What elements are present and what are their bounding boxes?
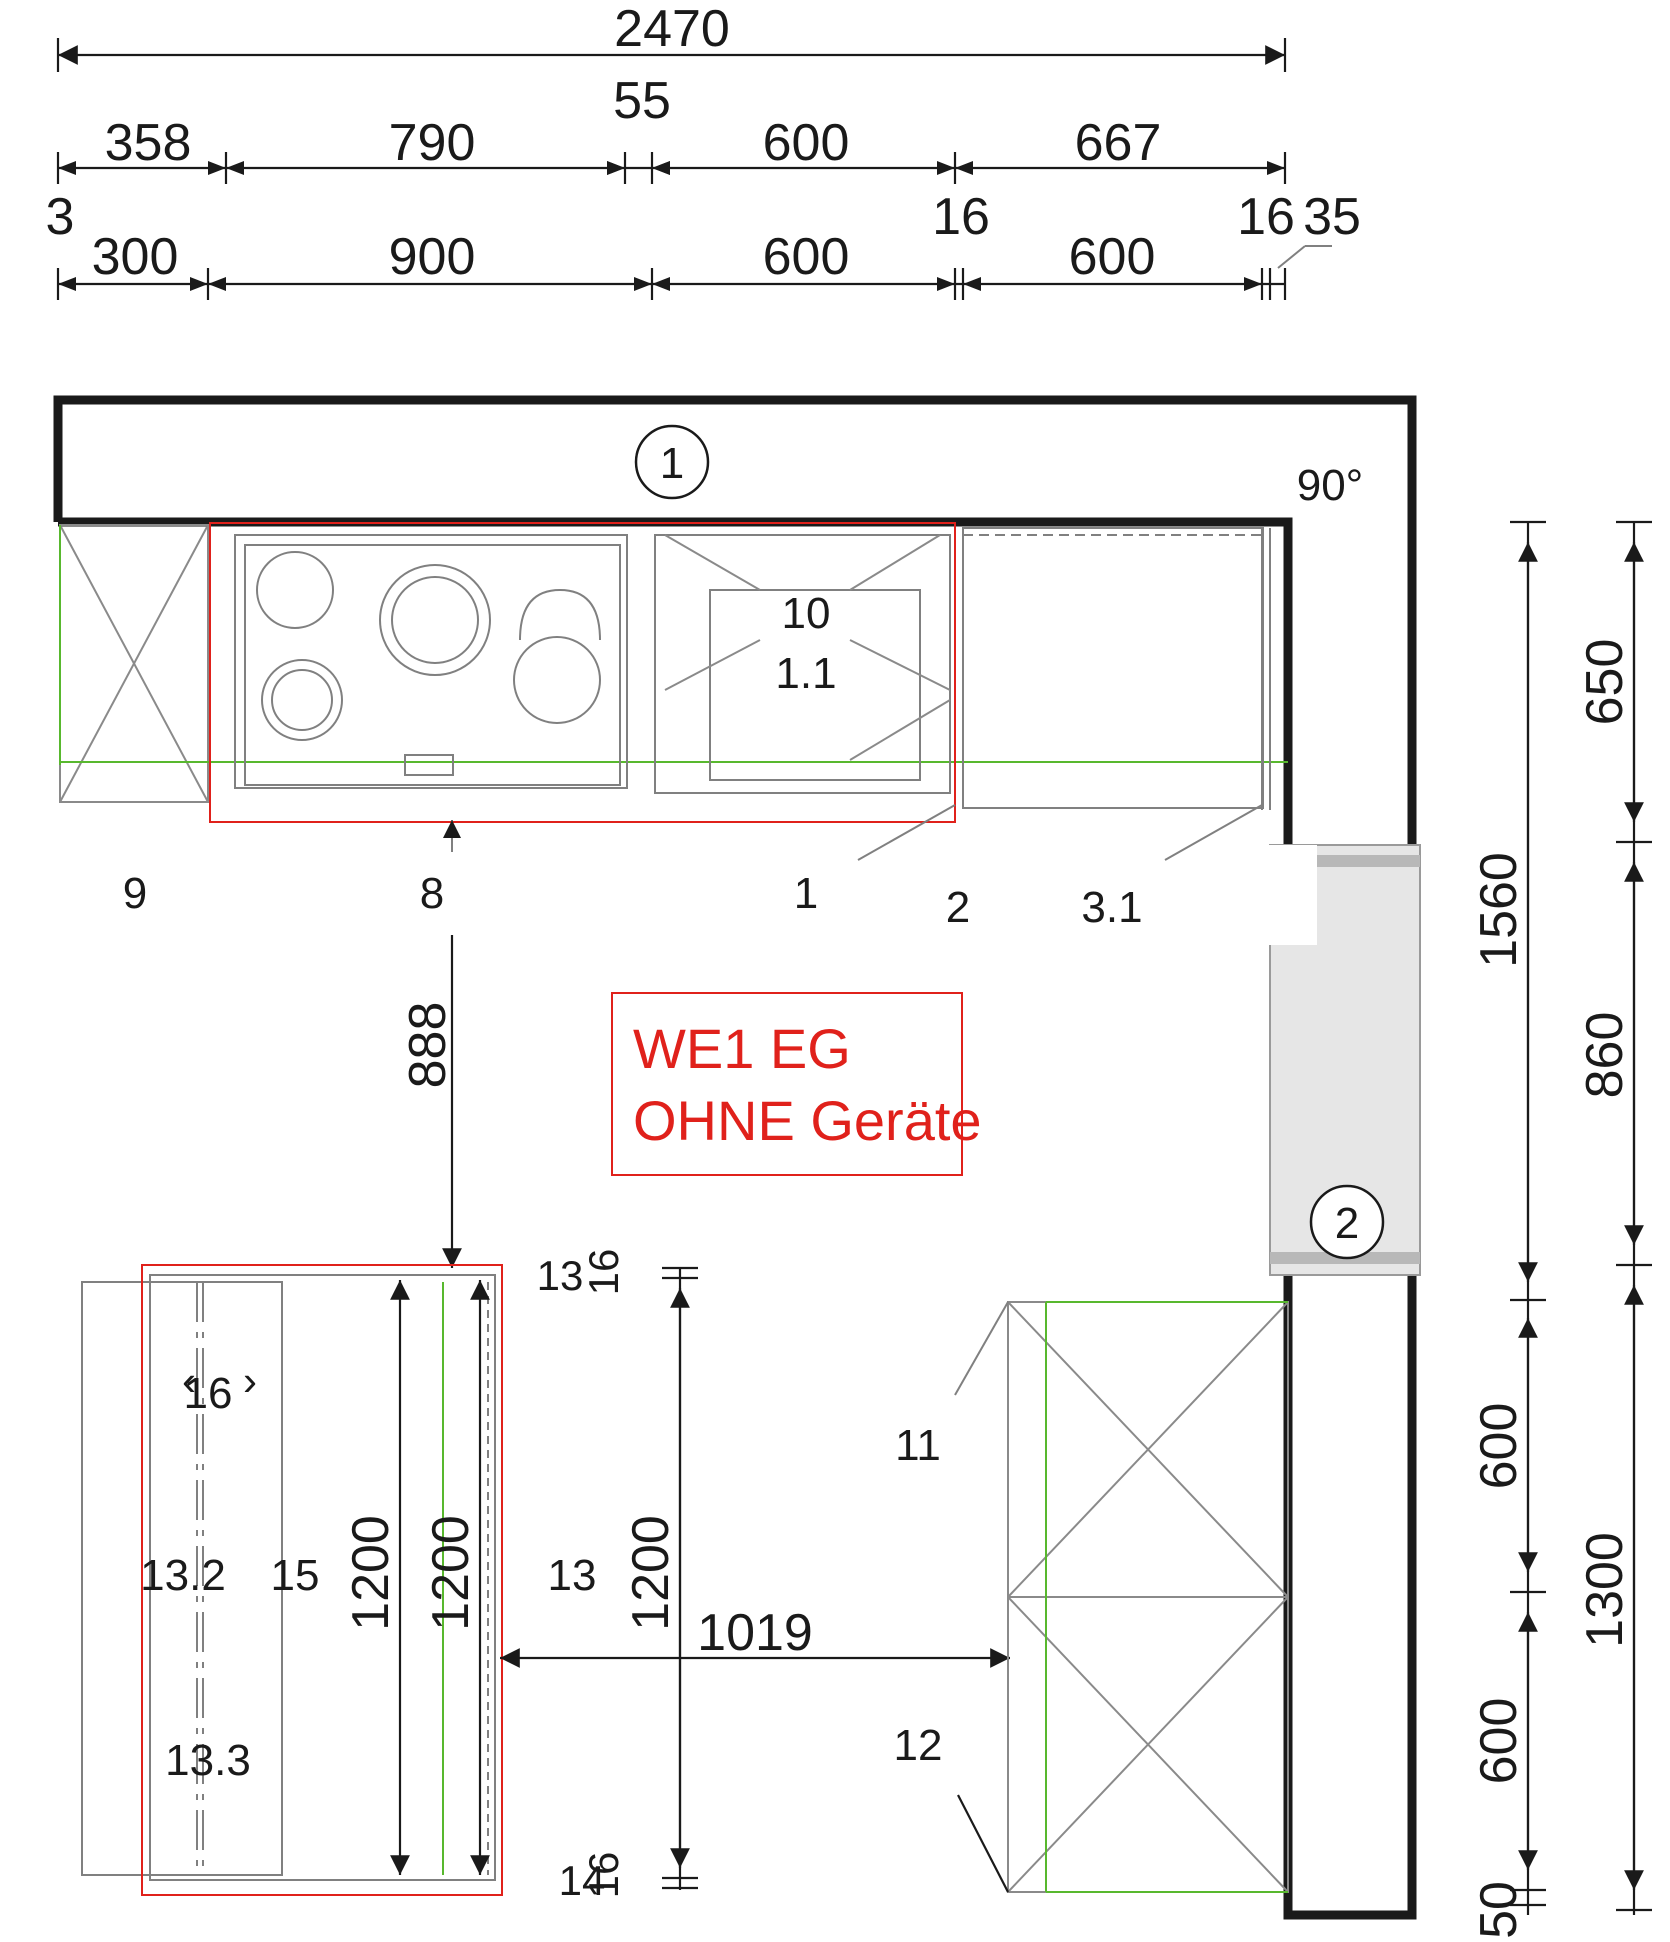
dimension-arrowhead <box>58 161 76 175</box>
edge-top-16: 16 <box>580 1249 627 1296</box>
dim-358: 358 <box>105 114 192 172</box>
island-label-16-left-mark: ‹ <box>182 1357 196 1404</box>
dim-650: 650 <box>1576 639 1634 726</box>
aisle-dimension-vertical: 888 <box>399 935 462 1268</box>
angle-label: 90° <box>1297 461 1364 510</box>
dimension-arrowhead <box>607 161 625 175</box>
dim-300: 300 <box>92 228 179 286</box>
island-label-13-3: 13.3 <box>165 1736 251 1785</box>
label-8: 8 <box>420 869 444 918</box>
dim-1300: 1300 <box>1576 1532 1634 1648</box>
dimension-arrowhead <box>58 277 76 291</box>
dim-600b: 600 <box>763 228 850 286</box>
island-dim-1200a: 1200 <box>342 1515 400 1631</box>
dimension-arrowhead <box>226 161 244 175</box>
note-box: WE1 EG OHNE Geräte <box>611 992 982 1176</box>
dim-16a: 16 <box>932 188 990 246</box>
note-frame <box>611 992 963 1176</box>
cooktop <box>234 534 628 789</box>
island-dim-1200b: 1200 <box>422 1515 480 1631</box>
wall-marker-2-label: 2 <box>1335 1199 1359 1248</box>
note-line-1: WE1 EG <box>633 1017 851 1080</box>
dimension-arrowhead <box>208 277 226 291</box>
dimension-arrowhead <box>937 161 955 175</box>
sink-label-10: 10 <box>782 589 831 638</box>
dimension-arrowhead <box>1244 277 1262 291</box>
sink-basin <box>709 589 921 781</box>
counter-labels: 9 8 1 2 3.1 5 <box>123 869 1292 932</box>
dim-3: 3 <box>46 188 75 246</box>
burner-2 <box>379 564 491 676</box>
dimension-arrowhead <box>937 277 955 291</box>
aisle-dimension-horizontal: 1019 <box>499 1604 1010 1668</box>
dim-600c: 600 <box>1069 228 1156 286</box>
top-counter: 10 1.1 <box>59 522 1288 861</box>
dimension-arrowhead <box>190 277 208 291</box>
note-line-2: OHNE Geräte <box>633 1089 982 1152</box>
label-1: 1 <box>794 869 818 918</box>
island-dim-1200c: 1200 <box>622 1515 680 1631</box>
wall-outline <box>53 395 1417 1920</box>
dimension-arrowhead <box>634 277 652 291</box>
dim-1019: 1019 <box>697 1604 813 1662</box>
label-9: 9 <box>123 869 147 918</box>
dim-600a: 600 <box>763 114 850 172</box>
walls <box>53 395 1417 1920</box>
cooktop-control <box>404 754 454 776</box>
dimension-arrowhead <box>963 277 981 291</box>
label-3-1: 3.1 <box>1081 883 1142 932</box>
island-label-13-2: 13.2 <box>140 1551 226 1600</box>
dimension-arrowhead <box>955 161 973 175</box>
cabinet-3-1 <box>962 527 1264 809</box>
dimension-arrowhead <box>208 161 226 175</box>
dim-790: 790 <box>389 114 476 172</box>
dimension-arrowhead <box>652 161 670 175</box>
dim-overall: 2470 <box>614 0 730 58</box>
top-dimension-chains: 2470 358 790 55 600 667 3 300 900 600 16… <box>46 0 1361 300</box>
island-label-16-right-mark: › <box>243 1357 257 1404</box>
dim-667: 667 <box>1075 114 1162 172</box>
label-2: 2 <box>946 883 970 932</box>
cooktop-sink-frame <box>209 522 956 823</box>
tall-unit-label-12: 12 <box>894 1721 943 1770</box>
right-dimension-chains: 1560 600 600 50 650 860 1300 <box>1470 520 1652 1939</box>
edge-bottom-16: 16 <box>580 1852 627 1899</box>
burner-3 <box>261 659 343 741</box>
dim-600-right-a: 600 <box>1470 1403 1528 1490</box>
wall-marker-1 <box>634 424 710 500</box>
chain-arrowheads <box>58 161 1285 291</box>
island-label-13: 13 <box>548 1551 597 1600</box>
island-label-16: 16 <box>184 1369 233 1418</box>
island: 16 ‹ › 13.2 15 13.3 13 1200 1200 1200 13… <box>81 1249 698 1904</box>
dimension-arrowhead <box>652 277 670 291</box>
sink-label-1-1: 1.1 <box>775 649 836 698</box>
edge-top-13: 13 <box>537 1252 584 1299</box>
sink-cabinet <box>654 534 951 794</box>
tall-units: 11 12 <box>894 1301 1289 1893</box>
tall-unit-label-11: 11 <box>895 1421 941 1470</box>
edge-bottom-14: 14 <box>559 1857 606 1904</box>
burner-1 <box>256 551 334 629</box>
dim-1560: 1560 <box>1470 852 1528 968</box>
dim-50: 50 <box>1470 1881 1528 1939</box>
wall-marker-2 <box>1309 1184 1385 1260</box>
dim-35: 35 <box>1303 188 1361 246</box>
island-label-15: 15 <box>271 1551 320 1600</box>
dim-55: 55 <box>613 72 671 130</box>
dim-888: 888 <box>399 1002 457 1089</box>
dim-900: 900 <box>389 228 476 286</box>
island-red-frame <box>141 1264 503 1896</box>
dim-16b: 16 <box>1237 188 1295 246</box>
dim-860: 860 <box>1576 1012 1634 1099</box>
dimension-arrowhead <box>1267 161 1285 175</box>
dim-600-right-b: 600 <box>1470 1698 1528 1785</box>
wall-marker-1-label: 1 <box>660 439 684 488</box>
burner-4 <box>513 636 601 724</box>
